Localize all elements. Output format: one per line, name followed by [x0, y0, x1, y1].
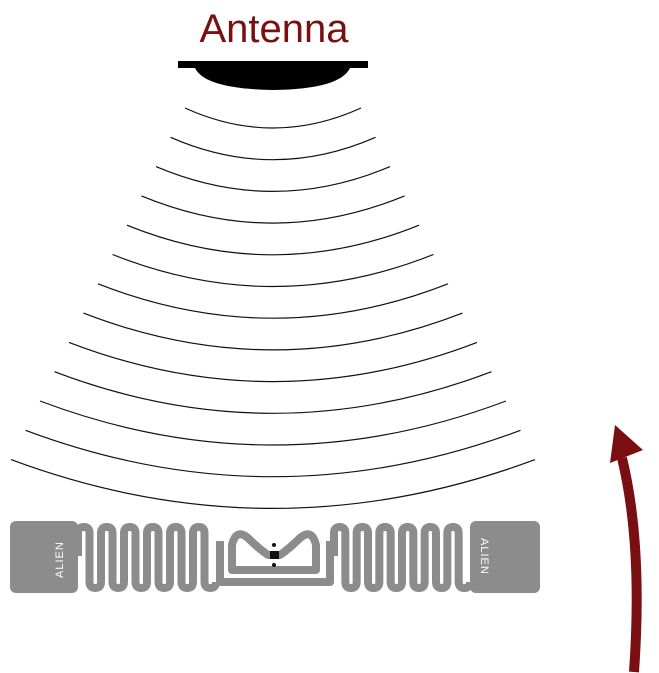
antenna-label: Antenna	[199, 7, 349, 51]
antenna-icon	[178, 61, 368, 90]
radio-wave-arc	[10, 459, 536, 509]
radio-wave-arc	[97, 283, 449, 319]
radio-wave-arc	[39, 400, 507, 446]
tag-chip-dot-top	[272, 543, 276, 547]
rfid-tag: ALIEN ALIEN	[10, 521, 540, 593]
tag-meander-left	[74, 523, 220, 592]
tag-left-pad	[10, 521, 78, 593]
radio-wave-arc	[83, 312, 463, 351]
radio-waves	[10, 107, 536, 509]
radio-wave-arc	[155, 166, 391, 192]
radio-wave-arc	[170, 136, 376, 161]
radio-wave-arc	[141, 195, 405, 224]
tag-chip	[270, 551, 279, 559]
radio-wave-arc	[68, 341, 478, 383]
tag-chip-dot-bottom	[272, 563, 276, 567]
tag-right-pad	[470, 521, 540, 593]
rotation-arrow-icon	[610, 425, 643, 673]
tag-left-logo: ALIEN	[54, 541, 66, 578]
tag-inner-loop	[216, 541, 334, 586]
tag-meander-right	[330, 523, 474, 592]
tag-coupling-loop	[228, 530, 320, 574]
tag-right-logo: ALIEN	[478, 538, 490, 575]
radio-wave-arc	[25, 429, 521, 478]
radio-wave-arc	[126, 224, 420, 256]
radio-wave-arc	[54, 371, 492, 414]
radio-wave-arc	[112, 253, 434, 288]
radio-wave-arc	[184, 107, 362, 129]
